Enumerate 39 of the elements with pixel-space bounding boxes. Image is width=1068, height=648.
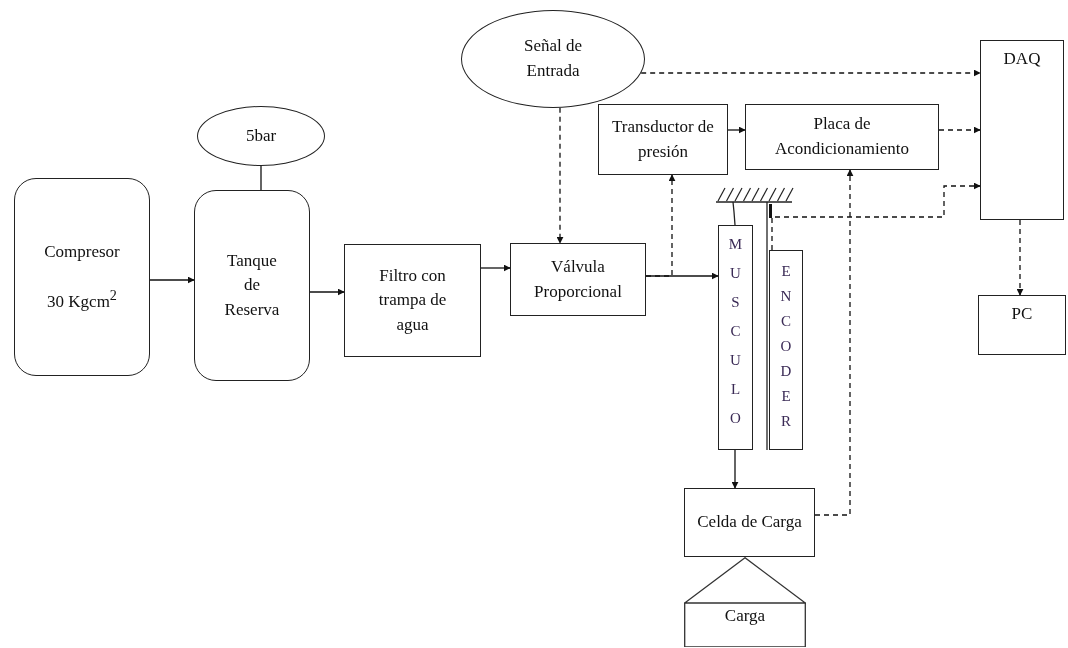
process-box (718, 225, 753, 450)
arrow (480, 264, 511, 272)
process-box (194, 190, 310, 381)
node-label: 30 Kgcm$^{2}$ (47, 285, 117, 313)
arrow (1016, 219, 1024, 296)
node-label: Válvula Proporcional (533, 255, 623, 303)
process-box (14, 178, 150, 376)
process-box (598, 104, 728, 175)
arrow (731, 449, 739, 489)
node-label: Transductor de presión (611, 115, 715, 163)
arrow (149, 276, 195, 284)
arrow (645, 174, 676, 277)
arrow (309, 288, 345, 296)
process-box (745, 104, 939, 170)
connector-line (260, 165, 262, 191)
node-label: Placa de Acondicionamiento (773, 113, 911, 160)
node-label: Compresor (44, 241, 120, 264)
arrow (938, 126, 981, 134)
vertical-label: ENCODER (779, 262, 793, 431)
arrow (556, 107, 564, 244)
node-label: Celda de Carga (697, 511, 802, 534)
process-box (980, 40, 1064, 220)
arrow (727, 126, 746, 134)
node-label: Carga (724, 605, 766, 628)
process-box (344, 244, 481, 357)
load-block (684, 557, 806, 647)
node-label: 5bar (245, 124, 277, 147)
arrow (814, 169, 854, 516)
process-box (769, 250, 803, 450)
node-label: Tanque de Reserva (223, 249, 281, 321)
process-box (510, 243, 646, 316)
node-label: PC (1011, 303, 1033, 325)
arrow (771, 182, 981, 251)
vertical-label: MUSCULO (728, 235, 743, 428)
process-box (684, 488, 815, 557)
node-label: Señal de Entrada (522, 35, 584, 82)
node-label: DAQ (1003, 48, 1041, 70)
node-label: Filtro con trampa de agua (377, 264, 448, 336)
process-box (978, 295, 1066, 355)
